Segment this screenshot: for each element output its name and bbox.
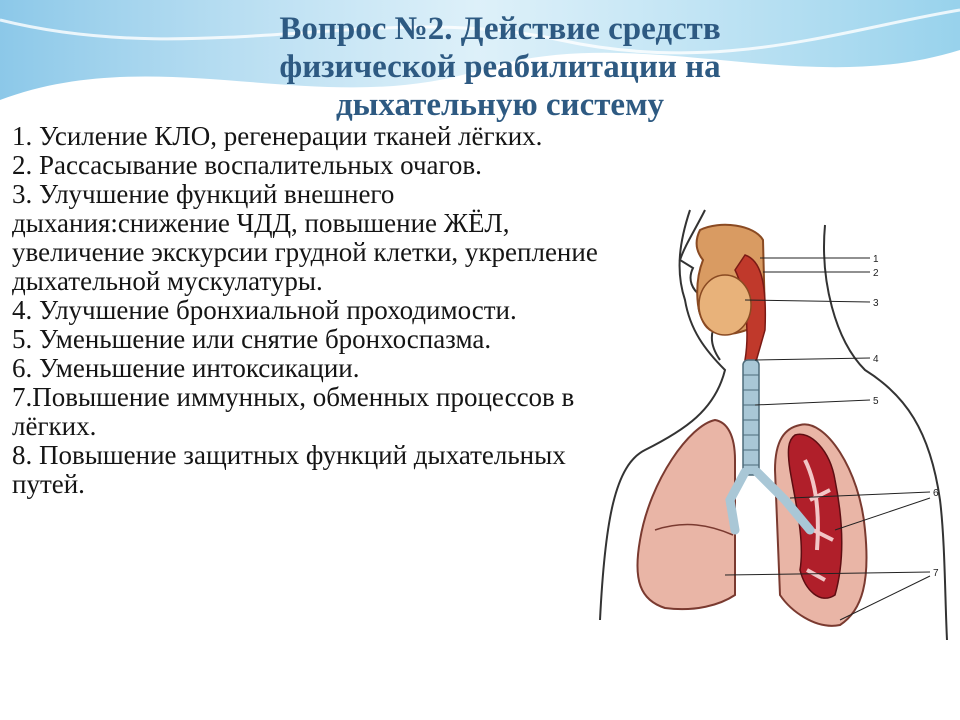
body-outline <box>599 209 727 621</box>
list-item: 2. Рассасывание воспалительных очагов. <box>12 150 482 180</box>
callout-label: 1 <box>873 254 879 265</box>
effects-list: 1. Усиление КЛО, регенерации тканей лёгк… <box>12 122 602 499</box>
trachea <box>742 359 760 476</box>
callout-label: 7 <box>933 568 939 579</box>
list-item: 7.Повышение иммунных, обменных процессов… <box>12 382 575 441</box>
callout-label: 2 <box>873 268 879 279</box>
list-item: 3. Улучшение функций внешнего дыхания:сн… <box>12 179 598 296</box>
callout-label: 4 <box>873 354 879 365</box>
respiratory-system-illustration: 1 2 3 4 5 6 7 <box>595 200 955 650</box>
list-item: 6. Уменьшение интоксикации. <box>12 353 360 383</box>
list-item: 8. Повышение защитных функций дыхательны… <box>12 440 566 499</box>
list-item: 4. Улучшение бронхиальной проходимости. <box>12 295 517 325</box>
left-lung <box>636 418 736 611</box>
callout-label: 5 <box>873 396 879 407</box>
list-item: 5. Уменьшение или снятие бронхоспазма. <box>12 324 492 354</box>
tongue <box>698 274 752 336</box>
callout-label: 6 <box>933 488 939 499</box>
slide-title: Вопрос №2. Действие средств физической р… <box>279 11 721 123</box>
list-item: 1. Усиление КЛО, регенерации тканей лёгк… <box>12 121 543 151</box>
callout-label: 3 <box>873 298 879 309</box>
body-outline <box>823 224 948 641</box>
header-wave-decoration <box>0 0 960 100</box>
bronchial-tree <box>787 433 843 599</box>
main-bronchi <box>725 467 815 535</box>
